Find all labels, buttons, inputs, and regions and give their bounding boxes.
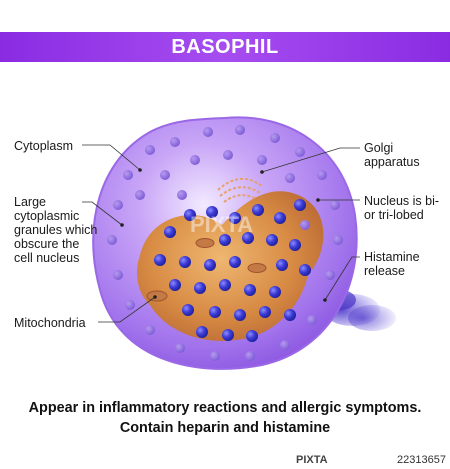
large-granules xyxy=(154,199,311,342)
label-cytoplasm: Cytoplasm xyxy=(14,139,74,153)
leader-lines xyxy=(82,144,360,323)
caption-line-1: Appear in inflammatory reactions and all… xyxy=(28,400,422,416)
label-histamine: Histamine release xyxy=(364,250,420,278)
title-banner: BASOPHIL xyxy=(0,32,450,62)
footer-watermark: PIXTA 22313657 xyxy=(290,452,450,469)
golgi-apparatus xyxy=(217,178,263,203)
footer-logo: PIXTA xyxy=(296,454,328,466)
page-title: BASOPHIL xyxy=(171,36,279,58)
label-mitochondria: Mitochondria xyxy=(14,316,86,330)
leader-dots xyxy=(120,168,327,302)
nucleus xyxy=(137,191,324,341)
label-golgi: Golgi apparatus xyxy=(364,141,420,169)
watermark: PIXTA xyxy=(190,212,253,237)
mitochondria xyxy=(146,238,267,302)
cytoplasmic-granules xyxy=(107,125,343,361)
label-granules: Large cytoplasmic granules which obscure… xyxy=(14,195,98,265)
label-nucleus: Nucleus is bi- or tri-lobed xyxy=(364,194,440,222)
caption-line-2: Contain heparin and histamine xyxy=(119,420,331,436)
image-id: 22313657 xyxy=(397,454,446,466)
